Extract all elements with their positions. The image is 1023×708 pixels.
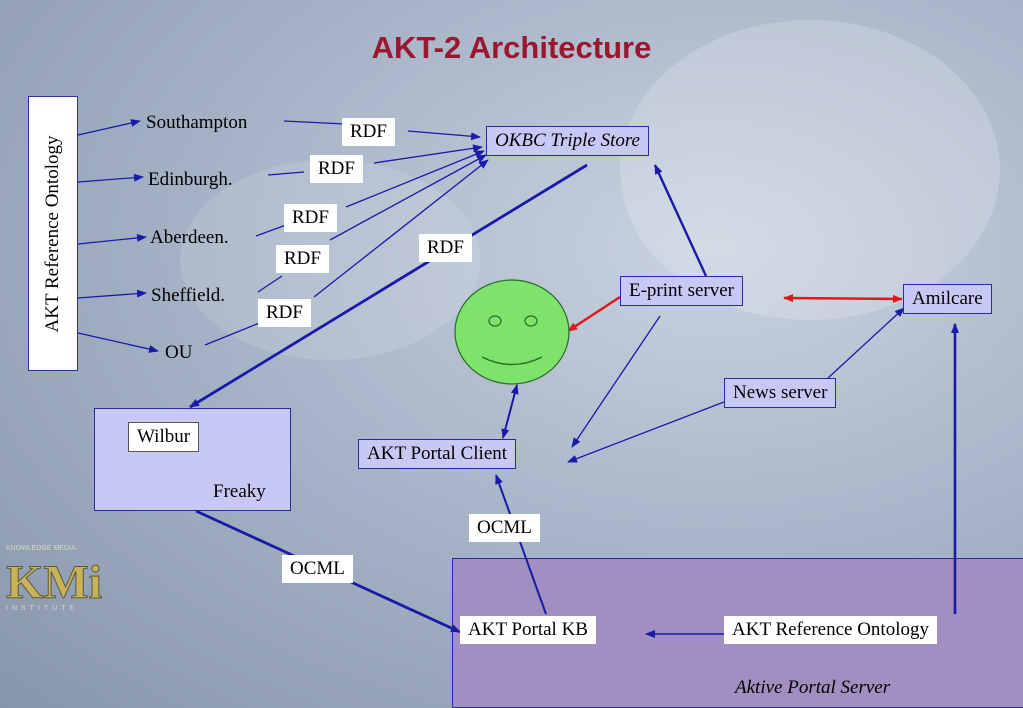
news-server-box: News server (724, 378, 837, 408)
source-ou: OU (165, 342, 193, 363)
line-sheffield-rdf (257, 275, 283, 293)
kmi-logo: KNOWLEDGE MEDIA KMi INSTITUTE (6, 545, 103, 612)
okbc-triple-store-box: OKBC Triple Store (486, 126, 649, 156)
source-southampton: Southampton (146, 112, 248, 133)
arrow-news-client (567, 401, 725, 463)
line-edinburgh-rdf (267, 171, 305, 176)
line-ou-rdf (204, 321, 263, 346)
arrow-rdf-okbc-5 (313, 159, 489, 298)
akt-portal-client-box: AKT Portal Client (358, 439, 517, 469)
arrow-ontology-sheffield (77, 289, 147, 299)
arrow-rdf-okbc-1 (407, 130, 481, 141)
arrow-eprint-smiley (567, 295, 621, 333)
arrow-ontology-ou (77, 332, 159, 353)
freaky-box: Wilbur Freaky (94, 408, 291, 511)
logo-bottom-text: INSTITUTE (6, 605, 78, 612)
wilbur-box: Wilbur (128, 422, 200, 452)
arrow-rdf-okbc-2 (373, 144, 483, 164)
logo-top-text: KNOWLEDGE MEDIA (6, 545, 76, 552)
logo-text: KMi (6, 556, 102, 609)
line-southampton-rdf (283, 120, 346, 125)
reference-ontology-vertical-box: AKT Reference Ontology (28, 96, 78, 371)
ocml-label-2: OCML (282, 555, 353, 583)
arrow-eprint-okbc (653, 164, 708, 277)
ocml-label-1: OCML (469, 514, 540, 542)
aktive-portal-server-label: Aktive Portal Server (735, 677, 891, 698)
background-shape (620, 20, 1000, 320)
akt-portal-kb-box: AKT Portal KB (460, 616, 596, 644)
arrow-rdf-okbc-4 (329, 154, 487, 241)
slide-title: AKT-2 Architecture (371, 30, 652, 65)
rdf-label-4: RDF (276, 245, 329, 273)
smiley-mouth (481, 356, 543, 366)
arrow-ontology-aberdeen (77, 233, 147, 245)
line-aberdeen-rdf (255, 224, 287, 237)
freaky-label: Freaky (213, 481, 266, 502)
smiley-face-shape (454, 279, 570, 385)
rdf-label-1: RDF (342, 118, 395, 146)
arrow-ontology-southampton (77, 119, 141, 136)
source-sheffield: Sheffield. (151, 285, 226, 306)
rdf-label-2: RDF (310, 155, 363, 183)
source-aberdeen: Aberdeen. (150, 227, 229, 248)
arrow-ontology-edinburgh (77, 173, 144, 183)
smiley-face (454, 279, 570, 385)
source-edinburgh: Edinburgh. (148, 169, 233, 190)
arrow-news-amilcare (827, 307, 905, 379)
akt-reference-ontology-box: AKT Reference Ontology (724, 616, 937, 644)
smiley-right-eye (524, 315, 538, 327)
arrow-eprint-amilcare (783, 294, 903, 303)
rdf-label-5: RDF (258, 299, 311, 327)
amilcare-box: Amilcare (903, 284, 992, 314)
arrow-eprint-client (571, 315, 661, 448)
arrow-rdf-okbc-3 (345, 150, 485, 208)
arrow-kb-client (495, 474, 547, 615)
smiley-left-eye (488, 315, 502, 327)
rdf-label-6: RDF (419, 234, 472, 262)
arrow-client-smiley (501, 384, 519, 439)
rdf-label-3: RDF (284, 204, 337, 232)
arrow-okbc-wilbur (189, 163, 588, 409)
eprint-server-box: E-print server (620, 276, 743, 306)
